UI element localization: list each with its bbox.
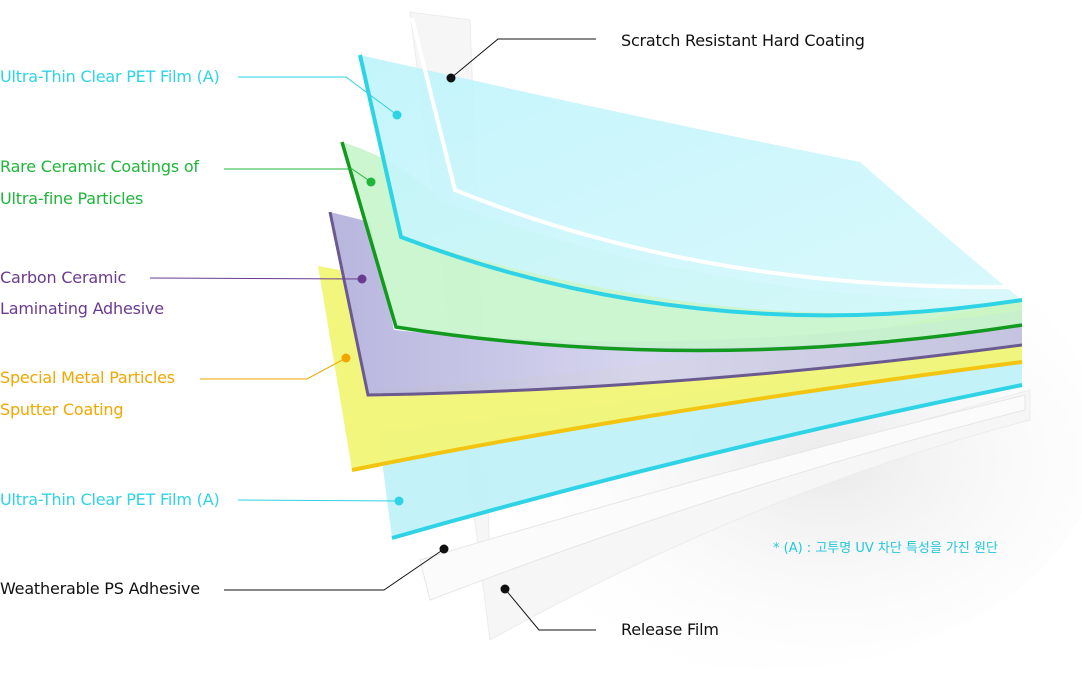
- leader-ceramic: [224, 168, 372, 183]
- marker-pet-top: [392, 110, 402, 120]
- pet-film-bottom-edge: [391, 383, 1023, 540]
- leader-carbon: [149, 277, 363, 280]
- marker-ceramic: [366, 177, 376, 187]
- label-carbon-line2: Laminating Adhesive: [0, 299, 164, 318]
- leader-pet-top: [238, 76, 398, 116]
- label-pet-film-bottom: Ultra-Thin Clear PET Film (A): [0, 490, 220, 509]
- leader-release: [504, 588, 596, 631]
- label-ceramic-line1: Rare Ceramic Coatings of: [0, 157, 199, 176]
- label-metal-line1: Special Metal Particles: [0, 368, 175, 387]
- metal-sputter-edge: [351, 360, 1023, 472]
- label-weatherable-adhesive: Weatherable PS Adhesive: [0, 579, 200, 598]
- marker-metal: [341, 353, 351, 363]
- marker-weatherable: [439, 544, 449, 554]
- weatherable-adhesive-layer: [419, 394, 1026, 601]
- marker-pet-bottom: [394, 496, 404, 506]
- label-scratch-coating: Scratch Resistant Hard Coating: [621, 31, 865, 50]
- label-ceramic-line2: Ultra-fine Particles: [0, 189, 144, 208]
- leader-scratch: [450, 38, 596, 79]
- footnote: * (A) : 고투명 UV 차단 특성을 가진 원단: [773, 541, 998, 556]
- label-pet-film-top: Ultra-Thin Clear PET Film (A): [0, 67, 220, 86]
- leader-weatherable: [224, 548, 445, 591]
- carbon-adhesive-edge: [328, 211, 1023, 397]
- hard-coating-layer: [410, 17, 1013, 290]
- label-carbon-line1: Carbon Ceramic: [0, 268, 127, 287]
- marker-release: [500, 584, 510, 594]
- label-release-film: Release Film: [621, 620, 719, 639]
- marker-scratch: [446, 73, 456, 83]
- leader-metal: [200, 357, 347, 380]
- pet-film-top-layer: [360, 55, 1022, 314]
- pet-film-top-edge: [358, 54, 1023, 318]
- label-metal-line2: Sputter Coating: [0, 400, 124, 419]
- carbon-adhesive-layer: [330, 212, 1022, 395]
- leader-pet-bottom: [237, 499, 400, 502]
- marker-carbon: [357, 274, 367, 284]
- ceramic-coating-edge: [340, 141, 1023, 353]
